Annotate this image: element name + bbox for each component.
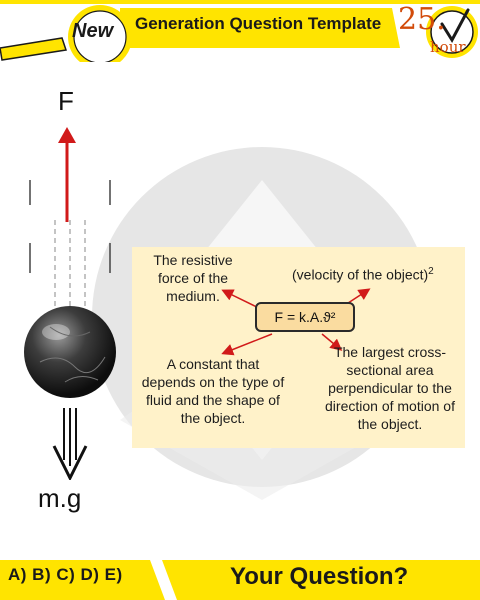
time-unit: hour — [430, 38, 466, 56]
constant-note: A constant that depends on the type of f… — [141, 356, 285, 426]
force-arrow-icon — [58, 127, 76, 222]
force-label: F — [58, 86, 74, 116]
velocity-note-text: (velocity of the object) — [292, 266, 429, 283]
question-text: Your Question? — [230, 563, 409, 590]
weight-arrow-icon — [52, 408, 88, 480]
header-bar — [0, 0, 480, 62]
weight-label: m.g — [38, 483, 82, 513]
new-badge: New — [72, 20, 114, 42]
page-title: Generation Question Template — [135, 14, 382, 33]
velocity-exponent: 2 — [428, 266, 434, 277]
clock-icon — [426, 6, 478, 58]
info-panel: The resistive force of the medium. (velo… — [132, 247, 465, 448]
footer-bar — [0, 555, 480, 600]
formula-box: F = k.A.ϑ² — [255, 302, 355, 332]
time-number: 25. — [398, 2, 446, 37]
motion-lines — [29, 180, 111, 315]
area-note: The largest cross-sectional area perpend… — [325, 344, 455, 432]
velocity-note: (velocity of the object)2 — [292, 263, 462, 284]
answer-options: A) B) C) D) E) — [8, 565, 123, 584]
resistive-force-note: The resistive force of the medium. — [153, 252, 233, 304]
falling-ball — [24, 306, 116, 398]
